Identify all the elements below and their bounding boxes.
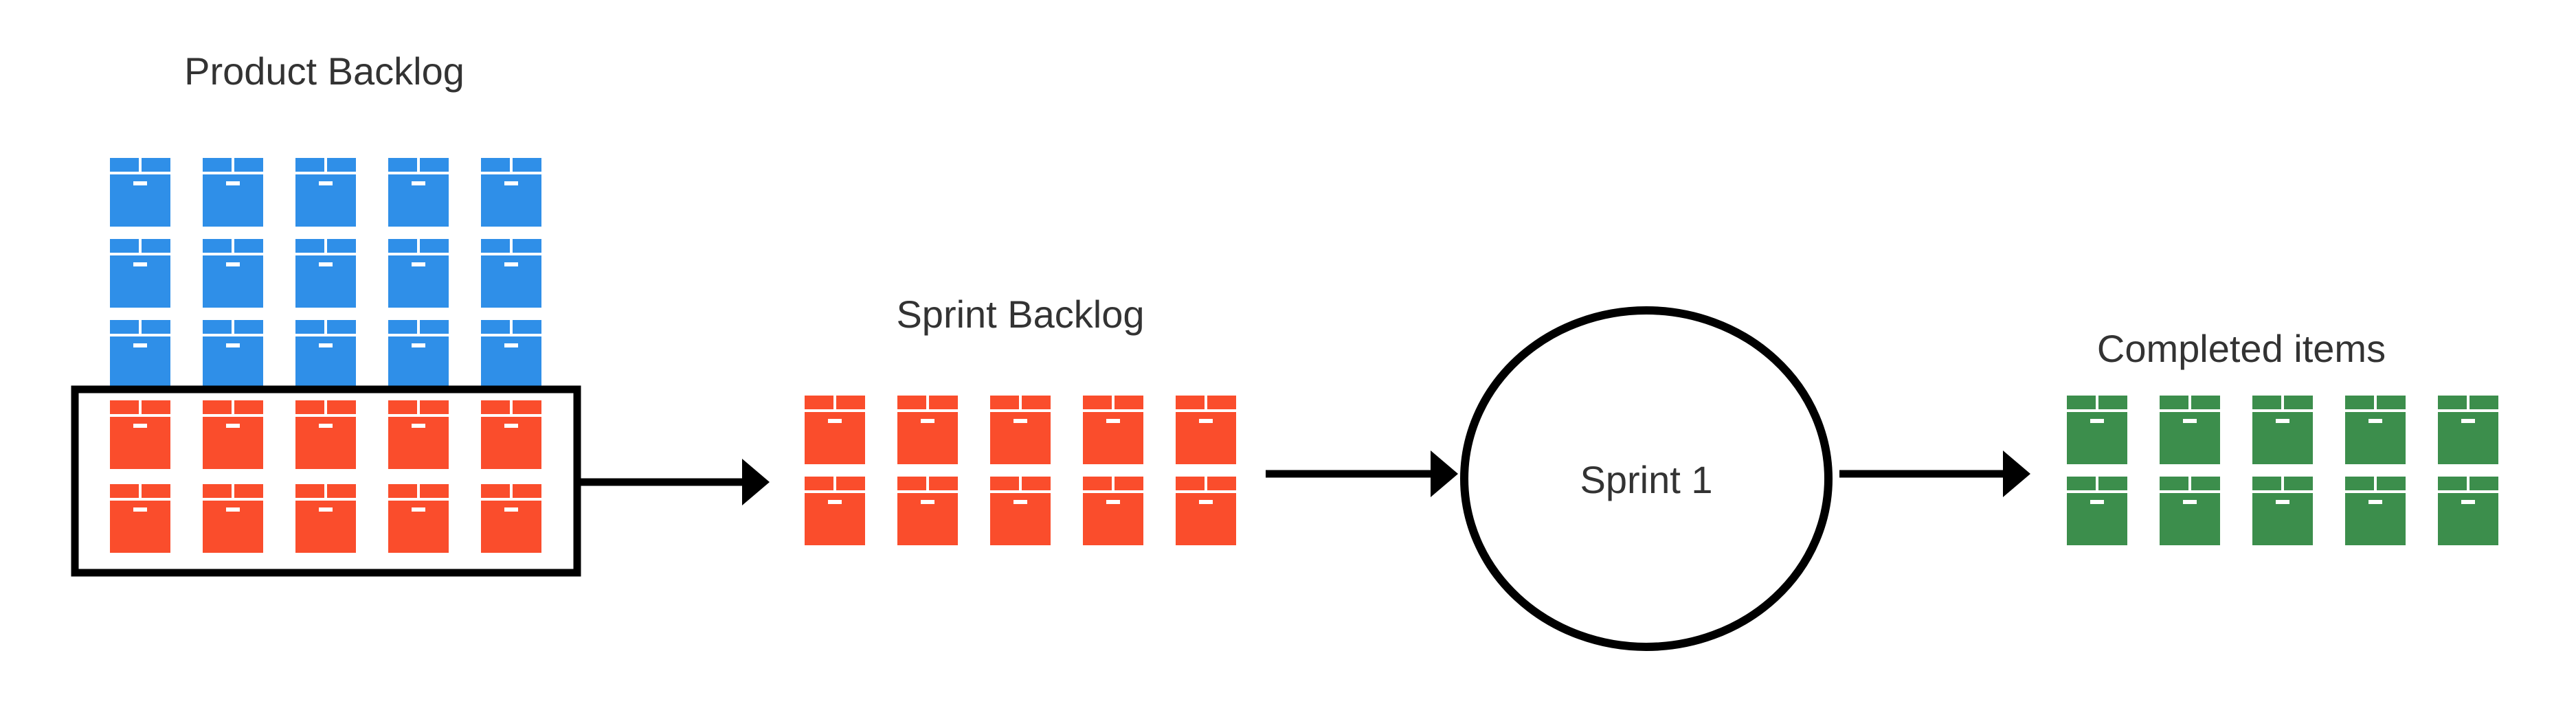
product-backlog-box-icon xyxy=(295,320,356,389)
selected-backlog-box-icon xyxy=(481,484,541,553)
selected-backlog-box-icon xyxy=(203,484,263,553)
product-backlog-box-icon xyxy=(481,320,541,389)
completed-item-box-icon xyxy=(2345,396,2406,464)
product-backlog-box-icon xyxy=(203,239,263,308)
sprint-circle xyxy=(1460,306,1833,651)
completed-item-box-icon xyxy=(2160,477,2220,545)
product-backlog-box-icon xyxy=(481,239,541,308)
sprint-backlog-box-icon xyxy=(897,477,958,545)
product-backlog-box-icon xyxy=(388,239,449,308)
product-backlog-box-icon xyxy=(110,320,170,389)
product-backlog-box-icon xyxy=(110,239,170,308)
product-backlog-box-icon xyxy=(203,320,263,389)
sprint-backlog-box-icon xyxy=(1176,477,1236,545)
product-backlog-box-icon xyxy=(388,158,449,227)
sprint-label: Sprint 1 xyxy=(1580,458,1713,501)
arrow-to-completed xyxy=(1839,450,2030,497)
product-backlog-box-icon xyxy=(110,158,170,227)
sprint-backlog-box-icon xyxy=(1176,396,1236,464)
sprint-backlog-title: Sprint Backlog xyxy=(896,293,1144,336)
completed-item-box-icon xyxy=(2067,396,2127,464)
selected-backlog-box-icon xyxy=(110,400,170,469)
selected-backlog-box-icon xyxy=(295,400,356,469)
product-backlog-box-icon xyxy=(203,158,263,227)
completed-item-box-icon xyxy=(2067,477,2127,545)
selected-backlog-box-icon xyxy=(481,400,541,469)
completed-items-title: Completed items xyxy=(2097,327,2386,370)
sprint-selection-frame xyxy=(71,385,581,577)
sprint-backlog-box-icon xyxy=(1083,477,1143,545)
sprint-backlog-box-icon xyxy=(897,396,958,464)
arrow-to-sprint-backlog xyxy=(581,459,770,505)
product-backlog-box-icon xyxy=(481,158,541,227)
sprint-backlog-box-icon xyxy=(990,396,1051,464)
completed-item-box-icon xyxy=(2252,396,2313,464)
arrow-to-sprint xyxy=(1266,450,1458,497)
product-backlog-title: Product Backlog xyxy=(184,49,464,93)
selected-backlog-box-icon xyxy=(203,400,263,469)
selected-backlog-box-icon xyxy=(388,400,449,469)
sprint-backlog-box-icon xyxy=(990,477,1051,545)
selected-backlog-box-icon xyxy=(110,484,170,553)
sprint-backlog-box-icon xyxy=(1083,396,1143,464)
selected-backlog-box-icon xyxy=(388,484,449,553)
completed-item-box-icon xyxy=(2345,477,2406,545)
product-backlog-box-icon xyxy=(295,158,356,227)
completed-item-box-icon xyxy=(2438,477,2498,545)
sprint-backlog-box-icon xyxy=(805,396,865,464)
sprint-backlog-box-icon xyxy=(805,477,865,545)
completed-item-box-icon xyxy=(2252,477,2313,545)
product-backlog-box-icon xyxy=(295,239,356,308)
completed-item-box-icon xyxy=(2160,396,2220,464)
box-icons-layer xyxy=(110,158,2498,553)
completed-item-box-icon xyxy=(2438,396,2498,464)
product-backlog-box-icon xyxy=(388,320,449,389)
selected-backlog-box-icon xyxy=(295,484,356,553)
